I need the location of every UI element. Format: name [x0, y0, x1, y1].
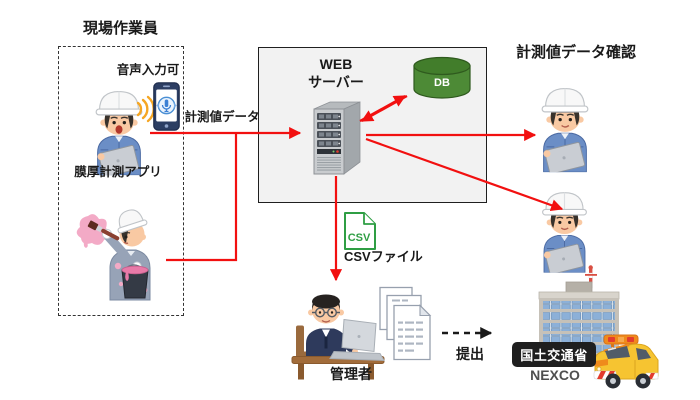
paint-brush-icon	[87, 220, 120, 241]
csv-icon-text: CSV	[348, 232, 371, 244]
administrator-illustration	[291, 286, 432, 380]
smile-mouth	[560, 227, 569, 231]
measurement-data-label: 計測値データ	[184, 110, 260, 124]
web-server-name-line1: WEB	[319, 56, 353, 72]
nexco-label: NEXCO	[530, 367, 580, 383]
voice-input-label: 音声入力可	[116, 63, 180, 77]
web-server-name-line2: サーバー	[308, 74, 364, 90]
glasses-icon	[312, 307, 340, 318]
data-check-worker-1-illustration	[530, 77, 600, 174]
submit-label: 提出	[456, 346, 484, 362]
data-check-title: 計測値データ確認	[515, 44, 636, 61]
app-name-label: 膜厚計測アプリ	[74, 165, 162, 179]
ministry-sign: 国土交通省	[512, 342, 596, 367]
csv-file-icon: CSV	[344, 212, 376, 250]
db-label: DB	[434, 77, 450, 89]
documents-stack-icon	[379, 286, 432, 361]
painter-worker-illustration	[76, 209, 151, 301]
smile-mouth	[561, 124, 570, 128]
laptop-icon	[329, 318, 385, 362]
field-worker-voice-illustration	[84, 80, 154, 177]
paint-bucket-icon	[121, 265, 149, 299]
microphone-icon	[156, 96, 177, 115]
light-bar-icon	[603, 334, 639, 345]
nexco-patrol-vehicle-illustration	[593, 334, 659, 389]
data-check-worker-2-illustration	[531, 182, 598, 274]
sound-waves-icon	[136, 95, 155, 123]
open-mouth	[115, 125, 123, 134]
database-icon: DB	[413, 56, 471, 99]
server-drive-bays	[317, 113, 341, 171]
smartphone-voice-icon	[153, 82, 180, 131]
admin-label: 管理者	[330, 366, 372, 382]
csv-file-label: CSVファイル	[344, 249, 423, 264]
web-server-icon	[313, 101, 361, 175]
field-workers-title: 現場作業員	[82, 20, 158, 37]
